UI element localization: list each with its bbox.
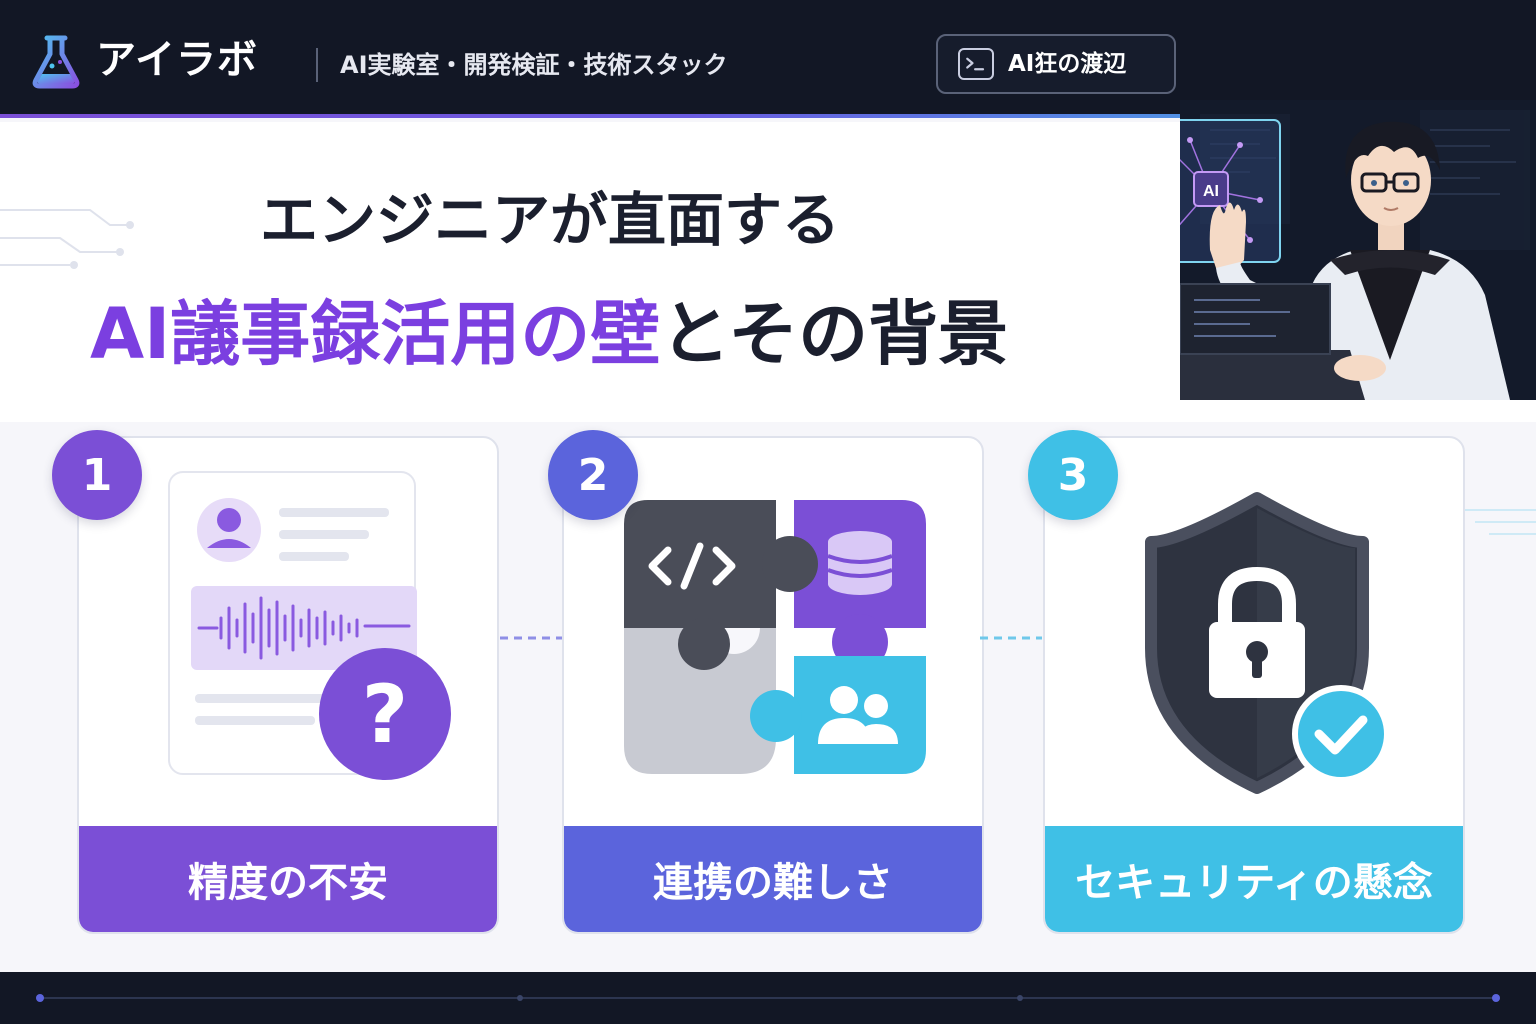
hero-title-highlight: AI議事録活用の壁 [90, 293, 661, 375]
brand-name[interactable]: アイラボ [96, 37, 258, 83]
card-label: 精度の不安 [79, 826, 497, 932]
hero-title-rest: とその背景 [660, 293, 1009, 375]
author-name: AI狂の渡辺 [1008, 51, 1127, 77]
svg-text:?: ? [362, 668, 408, 761]
shield-lock-icon [1145, 492, 1390, 794]
card-connector [500, 636, 562, 640]
card-integration[interactable]: 連携の難しさ [562, 436, 984, 934]
terminal-icon [958, 48, 994, 80]
card-label: 連携の難しさ [564, 826, 982, 932]
card-label: セキュリティの懸念 [1045, 826, 1463, 932]
scientist-illustration: AI [1180, 100, 1536, 400]
circuit-decoration [1465, 509, 1536, 535]
hologram-ai-label: AI [1203, 183, 1219, 200]
card-security[interactable]: セキュリティの懸念 [1043, 436, 1465, 934]
flask-icon [32, 35, 80, 89]
author-chip[interactable]: AI狂の渡辺 [936, 34, 1176, 94]
card-number-badge: 2 [548, 430, 638, 520]
hero-title-line1: エンジニアが直面する [260, 186, 841, 254]
card-connector [980, 636, 1042, 640]
top-header: アイラボ AI実験室・開発検証・技術スタック AI狂の渡辺 [0, 0, 1536, 118]
card-accuracy[interactable]: ? 精度の不安 [77, 436, 499, 934]
puzzle-integration-icon [624, 500, 926, 774]
card-number-badge: 1 [52, 430, 142, 520]
circuit-decoration [0, 209, 134, 269]
transcript-question-icon: ? [168, 471, 451, 780]
card-number-badge: 3 [1028, 430, 1118, 520]
bottom-footer [0, 972, 1536, 1024]
brand-tagline: AI実験室・開発検証・技術スタック [340, 51, 728, 79]
footer-line-decoration [36, 994, 1500, 1002]
hero-title-line2: AI議事録活用の壁とその背景 [90, 286, 1008, 382]
header-divider [316, 48, 318, 82]
